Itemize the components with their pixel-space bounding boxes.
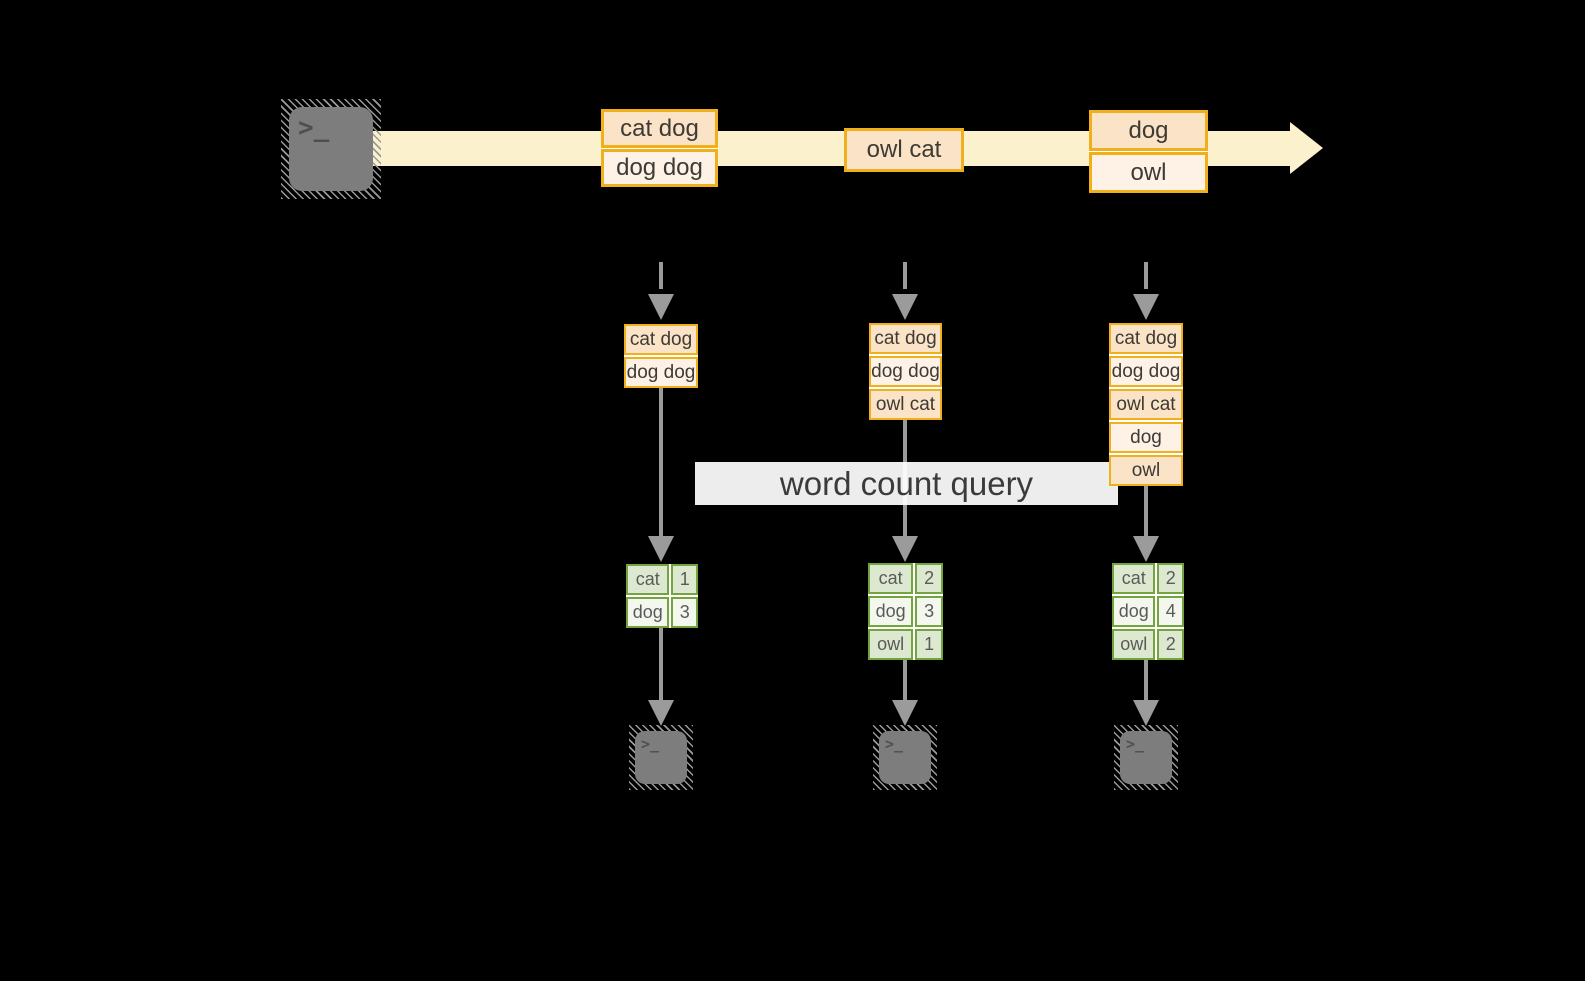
source-terminal-icon: >_: [281, 99, 381, 199]
count-value: 4: [1157, 596, 1184, 627]
output-arrowhead-icon: [648, 700, 674, 726]
terminal-screen: [289, 107, 373, 191]
ingest-arrow-dash: [659, 262, 663, 289]
count-value: 1: [915, 629, 943, 660]
count-word: owl: [868, 629, 914, 660]
terminal-prompt-glyph: >_: [1126, 735, 1145, 753]
stream-record-batch-3: dog owl: [1089, 110, 1208, 193]
ingest-arrowhead-icon: [648, 294, 674, 320]
stream-record: cat dog: [601, 109, 718, 148]
stream-record: dog dog: [601, 149, 718, 187]
query-arrowhead-icon: [648, 536, 674, 562]
result-table-t3: cat 2 dog 4 owl 2: [1112, 563, 1184, 660]
query-arrowhead-icon: [1133, 536, 1159, 562]
input-row: dog: [1109, 422, 1183, 453]
output-arrowhead-icon: [892, 700, 918, 726]
count-word: cat: [626, 564, 670, 595]
terminal-prompt-glyph: >_: [298, 113, 330, 143]
stream-arrowhead-icon: [1290, 122, 1323, 174]
ingest-arrowhead-icon: [892, 294, 918, 320]
input-row: owl cat: [1109, 389, 1183, 420]
ingest-arrowhead-icon: [1133, 294, 1159, 320]
query-arrowhead-icon: [892, 536, 918, 562]
stream-record-batch-1: cat dog dog dog: [601, 109, 718, 187]
count-value: 2: [915, 563, 943, 594]
query-arrow-line: [659, 388, 663, 538]
sink-terminal-icon: >_: [629, 725, 693, 790]
count-value: 2: [1157, 629, 1184, 660]
count-value: 2: [1157, 563, 1184, 594]
stream-record: dog: [1089, 110, 1208, 151]
count-row: cat 2: [868, 563, 943, 594]
terminal-screen: [635, 731, 687, 784]
count-value: 3: [915, 596, 943, 627]
count-row: dog 3: [868, 596, 943, 627]
count-word: dog: [626, 597, 670, 628]
count-value: 1: [671, 564, 698, 595]
input-row: owl: [1109, 455, 1183, 486]
input-row: owl cat: [869, 389, 942, 420]
count-row: owl 1: [868, 629, 943, 660]
sink-terminal-icon: >_: [873, 725, 937, 790]
output-arrow-line: [1144, 660, 1148, 703]
query-arrow-line: [1144, 486, 1148, 538]
input-row: dog dog: [869, 356, 942, 387]
count-word: cat: [868, 563, 914, 594]
query-label-band: word count query: [695, 462, 1118, 505]
stream-record-batch-2: owl cat: [844, 128, 964, 172]
stream-record: owl cat: [844, 128, 964, 172]
ingest-arrow-dash: [1144, 262, 1148, 289]
count-value: 3: [671, 597, 698, 628]
input-row: dog dog: [624, 357, 698, 388]
result-table-t1: cat 1 dog 3: [626, 564, 698, 628]
output-arrowhead-icon: [1133, 700, 1159, 726]
input-row: cat dog: [869, 323, 942, 354]
terminal-prompt-glyph: >_: [641, 735, 660, 753]
stream-record: owl: [1089, 152, 1208, 193]
result-table-t2: cat 2 dog 3 owl 1: [868, 563, 943, 660]
terminal-screen: [1120, 731, 1172, 784]
count-word: owl: [1112, 629, 1156, 660]
query-label: word count query: [779, 464, 1034, 502]
ingest-arrow-dash: [903, 262, 907, 289]
output-arrow-line: [903, 660, 907, 703]
count-row: cat 1: [626, 564, 698, 595]
count-word: dog: [1112, 596, 1156, 627]
input-table-t2: cat dog dog dog owl cat: [869, 323, 942, 420]
input-row: cat dog: [624, 324, 698, 355]
count-word: cat: [1112, 563, 1156, 594]
count-row: cat 2: [1112, 563, 1184, 594]
sink-terminal-icon: >_: [1114, 725, 1178, 790]
input-table-t3: cat dog dog dog owl cat dog owl: [1109, 323, 1183, 486]
input-row: cat dog: [1109, 323, 1183, 354]
count-row: dog 4: [1112, 596, 1184, 627]
input-row: dog dog: [1109, 356, 1183, 387]
count-word: dog: [868, 596, 914, 627]
count-row: owl 2: [1112, 629, 1184, 660]
count-row: dog 3: [626, 597, 698, 628]
terminal-screen: [879, 731, 931, 784]
output-arrow-line: [659, 628, 663, 703]
input-table-t1: cat dog dog dog: [624, 324, 698, 388]
terminal-prompt-glyph: >_: [885, 735, 904, 753]
